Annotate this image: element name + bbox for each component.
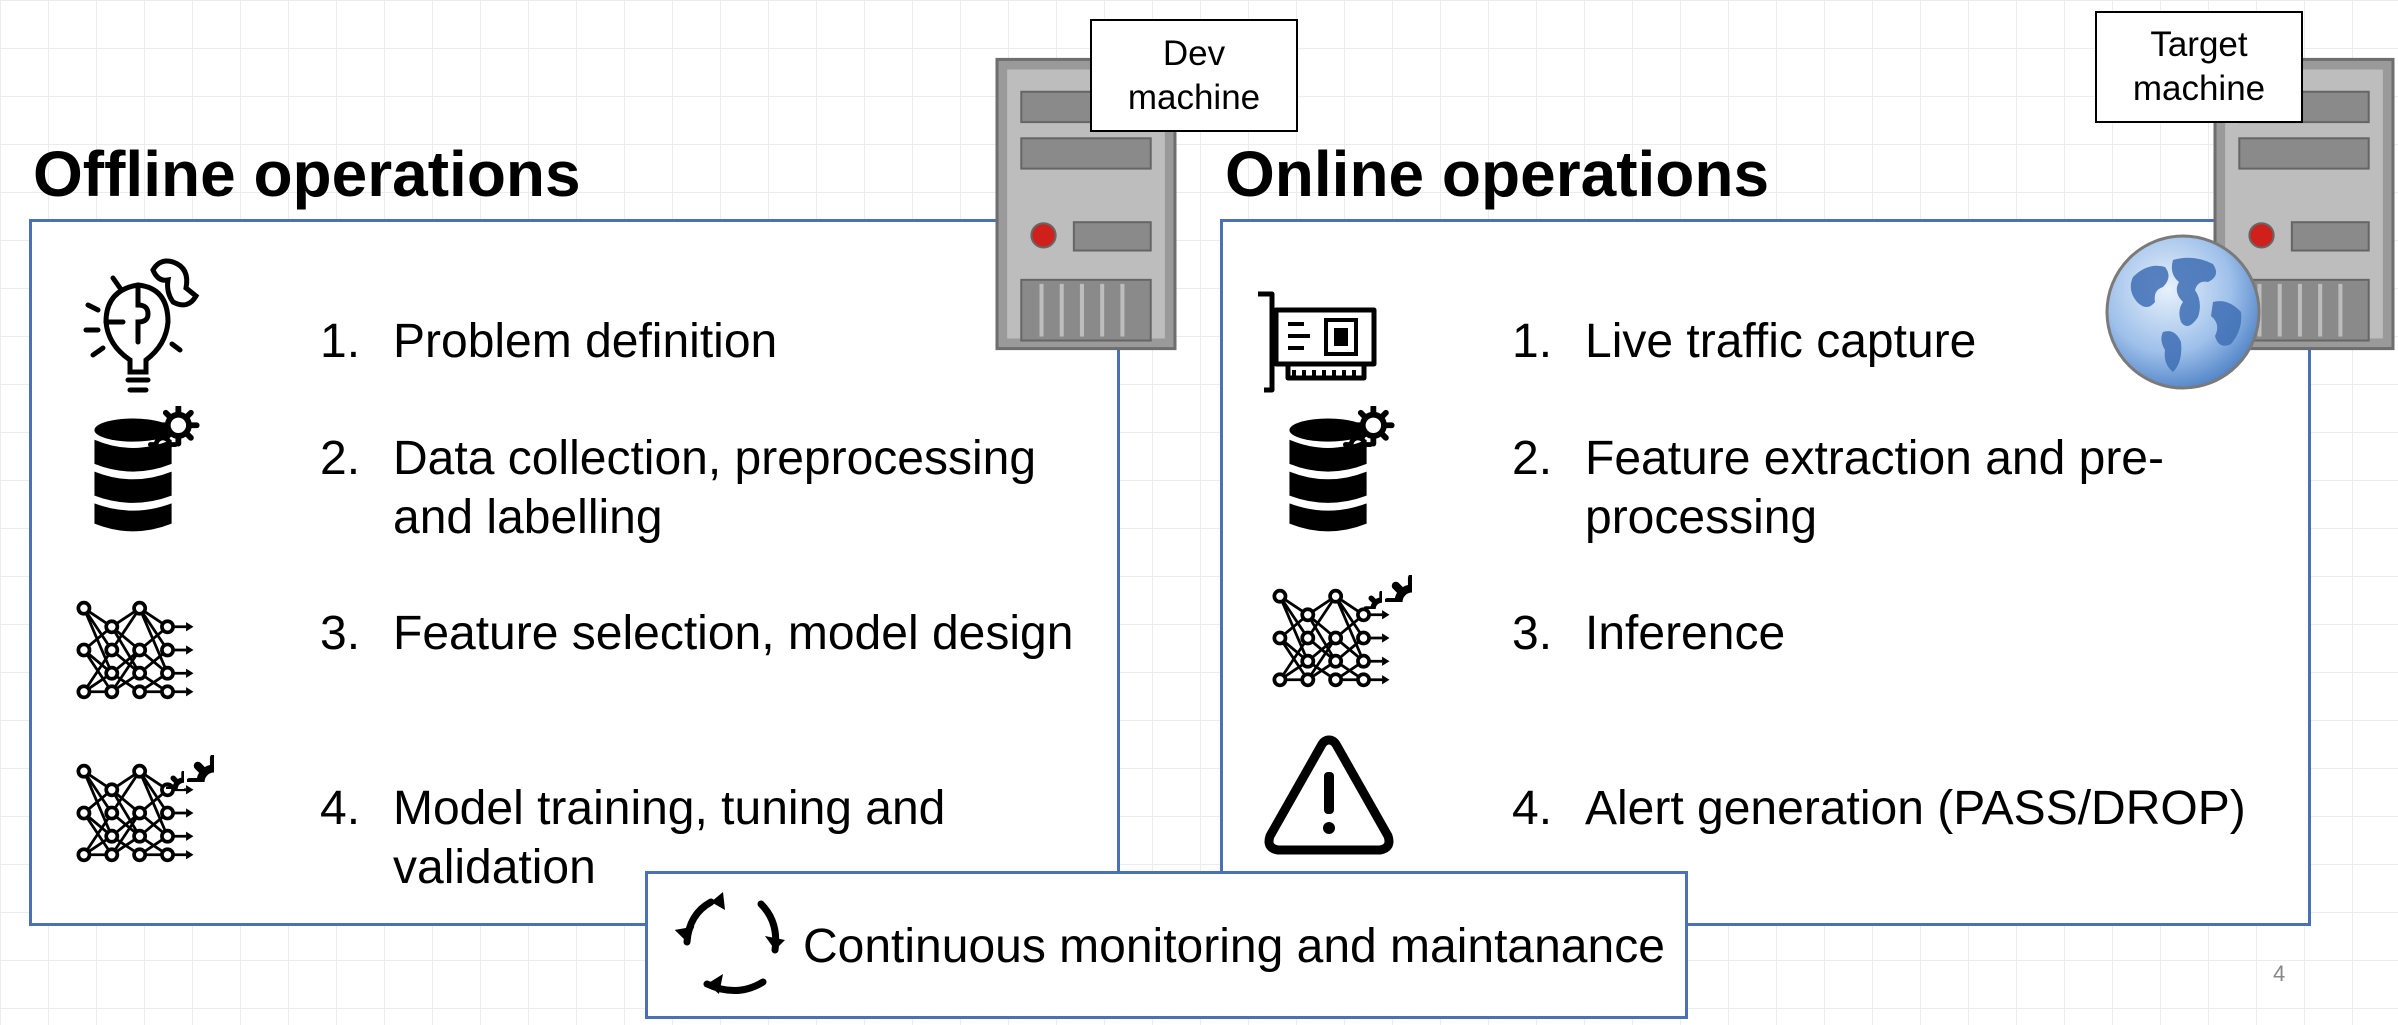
dev-machine-label: Dev machine <box>1090 19 1298 132</box>
neural-network-icon <box>70 585 200 715</box>
page-number: 4 <box>2273 961 2286 986</box>
step-text: Data collection, preprocessing and label… <box>393 432 1037 544</box>
step-number: 3. <box>1512 607 1553 660</box>
lightbulb-puzzle-icon <box>83 258 200 393</box>
step-number: 2. <box>1512 432 1553 485</box>
step-number: 1. <box>1512 315 1553 368</box>
warning-icon <box>1264 735 1394 855</box>
database-gear-icon <box>1275 406 1410 541</box>
step-text: Feature extraction and pre-processing <box>1585 432 2164 544</box>
step-text: Alert generation (PASS/DROP) <box>1585 782 2246 835</box>
target-machine-text: Target machine <box>2132 25 2266 108</box>
gear-icon <box>1346 573 1382 609</box>
dev-machine-text: Dev machine <box>1127 33 1261 117</box>
step-text: Inference <box>1585 607 1786 660</box>
step-number: 4. <box>320 782 361 835</box>
step-number: 3. <box>320 607 361 660</box>
target-machine-label: Target machine <box>2095 11 2303 123</box>
continuous-monitoring-label: Continuous monitoring and maintanance <box>803 920 1665 973</box>
step-number: 4. <box>1512 782 1553 835</box>
step-number: 1. <box>320 315 361 368</box>
online-title: Online operations <box>1225 138 1770 210</box>
database-gear-icon <box>80 406 215 541</box>
continuous-monitoring-box: Continuous monitoring and maintanance <box>645 871 1688 1019</box>
network-card-icon <box>1258 291 1377 393</box>
step-text: Model training, tuning and validation <box>393 782 946 894</box>
gear-icon <box>148 753 184 789</box>
offline-title: Offline operations <box>33 138 581 210</box>
step-text: Feature selection, model design <box>393 607 1074 660</box>
offline-panel <box>29 219 1120 926</box>
step-number: 2. <box>320 432 361 485</box>
step-text: Problem definition <box>393 315 778 368</box>
globe-icon <box>2105 234 2261 390</box>
cycle-arrows-icon <box>675 892 785 994</box>
step-text: Live traffic capture <box>1585 315 1977 368</box>
